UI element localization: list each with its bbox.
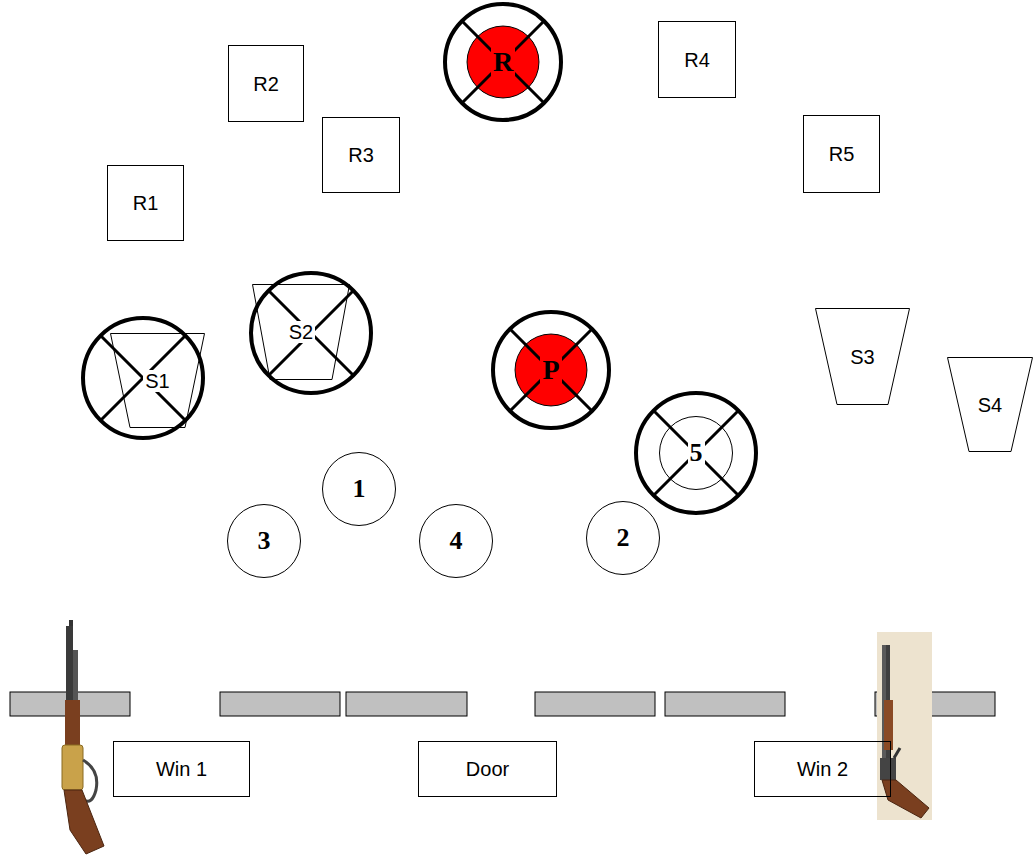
rifle-plate-target: R	[443, 2, 563, 122]
shotgun-picture	[877, 632, 932, 820]
target-label: 2	[615, 524, 632, 553]
shotgun-forend	[884, 700, 893, 750]
wall	[10, 692, 995, 716]
window-position: Win 1	[113, 741, 250, 797]
rifle-target: R2	[228, 45, 304, 122]
box-outline	[229, 46, 304, 122]
target-label: R5	[827, 143, 857, 165]
door-position: Door	[418, 741, 557, 797]
rifle-lever	[83, 760, 97, 801]
target-label: R	[491, 47, 515, 78]
x-line	[510, 329, 592, 411]
trapezoid-outline	[948, 358, 1033, 452]
pistol-target: 1	[322, 452, 396, 526]
rifle-forend	[65, 700, 80, 745]
x-circle	[83, 318, 203, 438]
target-label: R4	[682, 49, 712, 71]
circle-outline	[660, 417, 733, 490]
circle-outline	[420, 505, 493, 578]
shotgun-stock	[882, 780, 929, 818]
x-circle	[493, 312, 609, 428]
wall-bar	[535, 692, 655, 716]
rifle-target: R5	[803, 115, 880, 193]
x-line	[654, 411, 738, 495]
pistol-target: 3	[227, 504, 301, 578]
rifle-target: R3	[322, 117, 400, 193]
shotgun-target: S4	[947, 357, 1033, 452]
x-line	[462, 21, 544, 103]
trapezoid-outline	[253, 285, 350, 380]
target-label: 3	[256, 527, 273, 556]
box-outline	[323, 118, 400, 193]
target-label: 1	[351, 475, 368, 504]
pistol-target: 4	[419, 504, 493, 578]
circle-outline	[587, 502, 660, 575]
x-line	[510, 329, 592, 411]
trapezoid-outline	[111, 334, 205, 428]
target-label: S2	[287, 321, 315, 343]
target-label: R2	[251, 73, 281, 95]
target-label: 5	[688, 439, 705, 468]
x-line	[654, 411, 738, 495]
box-outline	[804, 116, 880, 193]
wall-bar	[346, 692, 467, 716]
target-label: Win 2	[795, 758, 850, 780]
pistol-target: 2	[586, 501, 660, 575]
box-outline	[755, 742, 891, 797]
target-label: 4	[448, 527, 465, 556]
rifle-stock	[64, 790, 104, 854]
target-label: S1	[143, 370, 171, 392]
no-shoot-mark	[83, 273, 756, 513]
x-line	[462, 21, 544, 103]
shotgun-target: S1	[110, 333, 205, 428]
circle-outline	[323, 453, 396, 526]
wall-bar	[220, 692, 340, 716]
x-circle	[251, 273, 371, 393]
target-label: S4	[976, 394, 1004, 416]
rifle-receiver	[62, 745, 83, 790]
rifle-target: R4	[658, 21, 736, 98]
trapezoid-outline	[816, 309, 910, 405]
shotgun-receiver	[880, 758, 896, 780]
rifle-picture	[62, 620, 104, 854]
box-outline	[114, 742, 250, 797]
pistol-plate-target: P	[491, 310, 611, 430]
target-label: P	[540, 355, 561, 386]
target-label: Win 1	[154, 758, 209, 780]
window-position: Win 2	[754, 741, 891, 797]
shotgun-target: S3	[815, 308, 910, 405]
rifle-target: R1	[107, 165, 184, 241]
target-label: S3	[848, 346, 876, 368]
pistol-target: 5	[659, 416, 733, 490]
box-outline	[419, 742, 557, 797]
x-circle	[636, 393, 756, 513]
target-label: Door	[464, 758, 511, 780]
box-outline	[659, 22, 736, 98]
wall-bar	[665, 692, 785, 716]
shotgun-hammer	[894, 748, 900, 758]
circle-outline	[228, 505, 301, 578]
target-label: R1	[131, 192, 161, 214]
shotgun-target: S2	[252, 284, 350, 380]
x-circle	[445, 4, 561, 120]
box-outline	[108, 166, 184, 241]
target-label: R3	[346, 144, 376, 166]
shotgun-background	[877, 632, 932, 820]
